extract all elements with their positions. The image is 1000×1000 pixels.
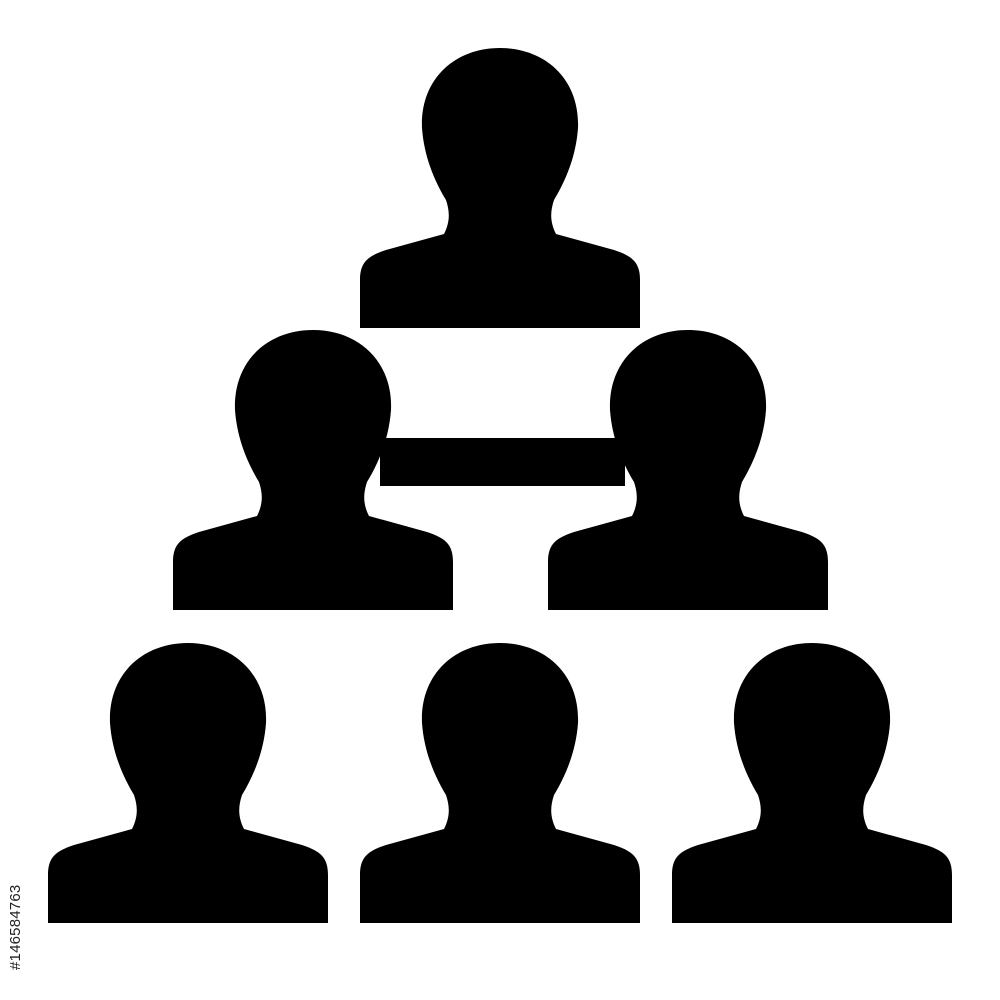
stock-image-id: #146584763	[7, 884, 24, 970]
person-bottom-left-icon	[48, 643, 328, 923]
person-top-icon	[360, 48, 640, 328]
person-bottom-center-icon	[360, 643, 640, 923]
connector-bar	[380, 438, 625, 486]
person-bottom-right-icon	[672, 643, 952, 923]
